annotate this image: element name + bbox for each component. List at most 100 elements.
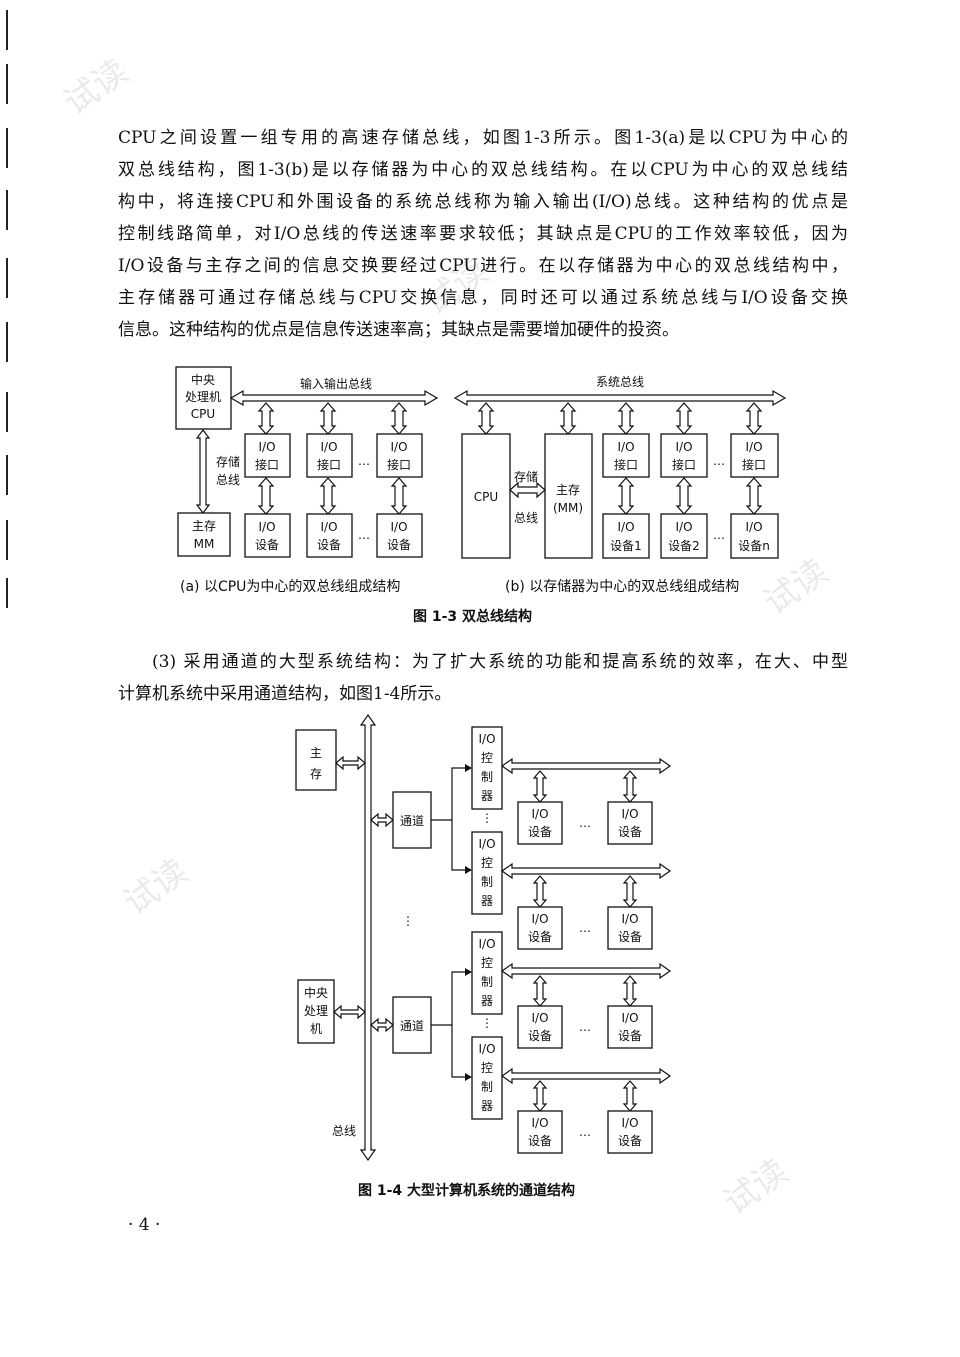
cpu-box: [297, 979, 335, 1044]
ellipsis: …: [358, 454, 370, 468]
ellipsis: …: [713, 528, 725, 542]
margin-mark: [6, 392, 8, 432]
bus-label: 总线: [332, 1124, 356, 1138]
io-interface-label: I/O: [745, 440, 762, 454]
connector-line: [451, 820, 465, 871]
io-interface-label: 接口: [742, 457, 766, 472]
link-arrow: [675, 477, 693, 515]
controller-bus-arrow: [500, 757, 672, 775]
io-controller-label: 器: [481, 994, 493, 1008]
mm-label: MM: [194, 537, 215, 551]
storage-bus-label: 总线: [216, 473, 240, 487]
bus-link-arrow: [477, 402, 495, 435]
arrowhead: [465, 866, 472, 874]
ellipsis: …: [579, 816, 591, 830]
io-device-label: I/O: [390, 520, 407, 534]
io-column: I/O 接口 I/O 设备: [376, 402, 423, 558]
cpu-label: 中央: [304, 985, 328, 1000]
ellipsis: …: [579, 1020, 591, 1034]
cpu-label: CPU: [474, 490, 498, 504]
figure-1-3a: 中央 处理机 CPU 输入输出总线 存储 总线 主存 MM I/O 接口 I/O…: [175, 366, 439, 558]
io-device-box: [660, 513, 708, 559]
link-arrow: [319, 477, 337, 515]
margin-mark: [6, 258, 8, 298]
io-controller-label: I/O: [478, 837, 495, 851]
link-arrow: [335, 755, 366, 771]
io-controller-label: 制: [481, 875, 493, 889]
io-device-box: [517, 801, 563, 845]
io-device-box: [244, 513, 291, 558]
cpu-label: 处理: [304, 1004, 328, 1018]
io-controller-label: I/O: [478, 1042, 495, 1056]
main-memory-label: 主: [310, 746, 322, 760]
io-device-box: [607, 1005, 653, 1049]
io-device-box: [730, 513, 779, 559]
io-interface-label: I/O: [258, 440, 275, 454]
storage-bus-arrow: [195, 429, 211, 514]
main-memory-label: 存: [310, 767, 322, 781]
link-arrow: [370, 812, 394, 828]
io-bus-label: 输入输出总线: [300, 376, 372, 391]
io-device-box: [376, 513, 423, 558]
io-interface-box: [306, 433, 353, 478]
link-arrow: [532, 975, 548, 1007]
io-controller-label: 制: [481, 975, 493, 989]
vertical-ellipsis: ⋮: [481, 811, 493, 825]
bus-link-arrow: [559, 402, 577, 435]
text-line: 构中，将连接CPU和外围设备的系统总线称为输入输出(I/O)总线。这种结构的优点…: [118, 192, 848, 212]
io-controller-label: 制: [481, 1080, 493, 1094]
io-controller-label: 器: [481, 1099, 493, 1113]
text-line: I/O设备与主存之间的信息交换要经过CPU进行。在以存储器为中心的双总线结构中，: [118, 256, 848, 276]
link-arrow: [622, 975, 638, 1007]
io-controller-label: I/O: [478, 937, 495, 951]
io-device-box: [517, 906, 563, 950]
io-controller-label: 控: [481, 751, 493, 765]
figure-1-3: 中央 处理机 CPU 输入输出总线 存储 总线 主存 MM I/O 接口 I/O…: [175, 366, 787, 559]
io-controller-label: 控: [481, 856, 493, 870]
io-device-label: I/O: [258, 520, 275, 534]
io-device-label: I/O: [745, 520, 762, 534]
link-arrow: [333, 1004, 366, 1020]
io-controller-label: 制: [481, 770, 493, 784]
cpu-label: CPU: [191, 407, 215, 421]
io-device-label: 设备: [528, 825, 552, 839]
io-bus-arrow: [229, 389, 439, 407]
io-interface-box: [730, 433, 779, 478]
cpu-box: [461, 433, 511, 559]
vertical-ellipsis: ⋮: [402, 914, 414, 928]
link-arrow: [532, 875, 548, 908]
storage-bus-label: 总线: [514, 511, 538, 525]
mm-box: [544, 433, 593, 559]
mm-box: [177, 512, 231, 557]
io-device-box: [602, 513, 650, 559]
ellipsis: …: [713, 454, 725, 468]
link-arrow: [532, 1080, 548, 1112]
io-column: I/O 接口 I/O 设备: [244, 402, 291, 558]
figure-1-3-caption: 图 1-3 双总线结构: [413, 609, 533, 625]
connector-line: [431, 767, 465, 821]
mm-label: 主存: [556, 483, 580, 497]
io-device-box: [517, 1110, 563, 1154]
storage-bus-arrow: [509, 481, 546, 499]
io-controller-label: 控: [481, 956, 493, 970]
connector-line: [431, 971, 465, 1026]
margin-mark: [6, 10, 8, 50]
io-device-label: 设备: [528, 930, 552, 944]
io-device-label: 设备: [618, 1029, 642, 1043]
io-device-label: I/O: [617, 520, 634, 534]
io-controller-label: I/O: [478, 732, 495, 746]
io-device-label: 设备: [387, 538, 411, 552]
page-number: · 4 ·: [128, 1215, 161, 1235]
channel-group: 通道 I/O 控 制 器 ⋮ I/O 设备 … I/O: [370, 931, 672, 1154]
io-device-label: I/O: [621, 1116, 638, 1130]
channel-box: [392, 996, 432, 1054]
mm-label: (MM): [553, 501, 583, 515]
margin-mark: [6, 190, 8, 230]
io-device-label: 设备n: [738, 539, 770, 553]
figure-1-4: 总线 主 存 中央 处理 机 ⋮ 通道 I/O: [295, 713, 672, 1162]
main-memory-box: [295, 729, 337, 791]
io-device-label: 设备1: [610, 539, 642, 553]
io-interface-label: I/O: [675, 440, 692, 454]
paragraph-bus-structures: CPU之间设置一组专用的高速存储总线，如图1-3所示。图1-3(a)是以CPU为…: [118, 122, 848, 346]
